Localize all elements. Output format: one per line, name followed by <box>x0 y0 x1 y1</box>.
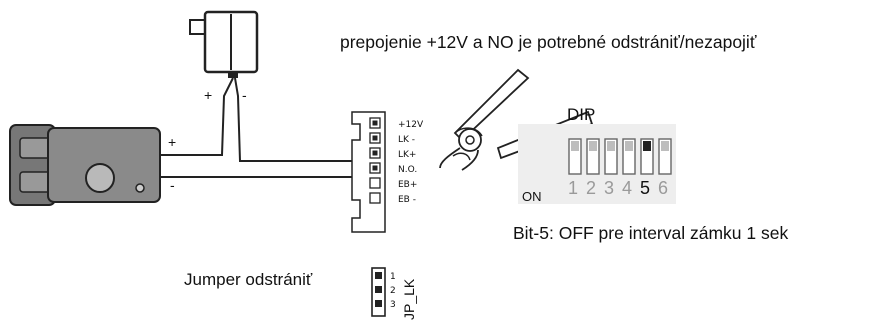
jumper-pin-number: 1 <box>390 272 396 282</box>
adapter-cable-minus <box>234 77 365 162</box>
jumper-name: JP_LK <box>401 278 417 320</box>
lock-minus-label: - <box>170 177 175 193</box>
dip-switch <box>604 138 618 175</box>
terminal-pin <box>369 192 381 204</box>
jumper-label: Jumper odstrániť <box>184 270 313 289</box>
dip-switch <box>568 138 582 175</box>
terminal-label: N.O. <box>398 165 417 175</box>
dip-switch-number: 5 <box>640 178 650 198</box>
adapter-plus-label: + <box>204 87 212 103</box>
electric-lock <box>9 124 161 206</box>
terminal-connector: +12V LK - LK+ N.O. EB+ EB - <box>351 111 424 233</box>
jumper-pin-number: 2 <box>390 286 396 296</box>
jumper-pin <box>375 300 382 307</box>
dip-switch-number: 4 <box>622 178 632 198</box>
dip-switch <box>640 138 654 175</box>
terminal-label: EB+ <box>398 180 417 190</box>
lock-plus-label: + <box>168 134 176 150</box>
dip-switch <box>586 138 600 175</box>
jumper-pin <box>375 286 382 293</box>
dip-switch-number: 3 <box>604 178 614 198</box>
dip-switch-number: 1 <box>568 178 578 198</box>
dip-switch-number: 2 <box>586 178 596 198</box>
jumper-pin-number: 3 <box>390 300 396 310</box>
top-note: prepojenie +12V a NO je potrebné odstrán… <box>340 32 757 52</box>
terminal-pin <box>369 177 381 189</box>
terminal-label: +12V <box>398 120 424 130</box>
terminal-label: LK - <box>398 135 415 145</box>
terminal-pin <box>369 147 381 159</box>
terminal-pin <box>369 117 381 129</box>
adapter-minus-label: - <box>242 87 247 103</box>
dip-switch <box>622 138 636 175</box>
terminal-label: LK+ <box>398 150 416 160</box>
power-adapter <box>189 10 259 78</box>
dip-title: DIP <box>567 105 595 124</box>
terminal-pin <box>369 162 381 174</box>
dip-note: Bit-5: OFF pre interval zámku 1 sek <box>513 223 788 243</box>
terminal-label: EB - <box>398 195 416 205</box>
jumper-pin <box>375 272 382 279</box>
jumper-block: 1 2 3 <box>371 267 396 317</box>
dip-switch-number: 6 <box>658 178 668 198</box>
dip-switch <box>658 138 672 175</box>
terminal-pin <box>369 132 381 144</box>
dip-on-label: ON <box>522 189 542 204</box>
